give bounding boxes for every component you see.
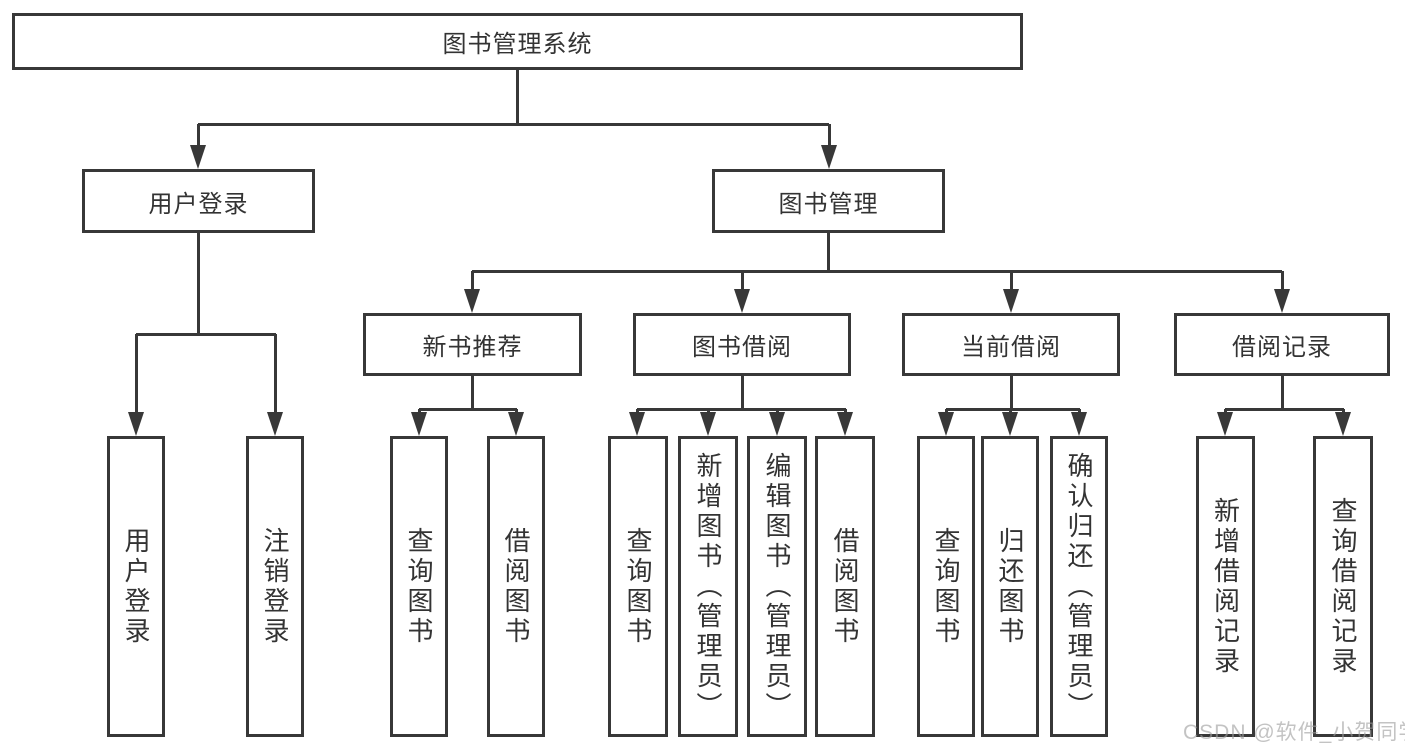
node-label: 新增图书（管理员） — [693, 451, 723, 722]
connector-hline — [136, 332, 276, 336]
connector-vline — [826, 233, 830, 271]
node-label: 借阅图书 — [501, 526, 531, 647]
node-label: 用户登录 — [148, 190, 249, 218]
connector-hline — [1225, 407, 1344, 411]
connector-vline — [196, 233, 200, 334]
connector-stem — [470, 271, 474, 289]
connector-hline — [946, 407, 1080, 411]
arrowhead-down-icon — [1003, 289, 1019, 313]
connector-stem — [1077, 409, 1081, 412]
node-label: 新增借阅记录 — [1210, 496, 1241, 677]
leaf-query-borrow-record: 查询借阅记录 — [1313, 436, 1373, 737]
node-book-management: 图书管理 — [712, 169, 945, 233]
watermark: CSDN @软件_小贺同学 — [1183, 721, 1405, 744]
leaf-query-books-current: 查询图书 — [917, 436, 975, 737]
arrowhead-down-icon — [700, 412, 716, 436]
connector-stem — [843, 409, 847, 412]
connector-stem — [740, 271, 744, 289]
arrowhead-down-icon — [769, 412, 785, 436]
node-label: 图书借阅 — [692, 334, 792, 361]
node-book-borrowing: 图书借阅 — [633, 313, 851, 376]
connector-stem — [1008, 409, 1012, 412]
connector-stem — [514, 409, 518, 412]
leaf-logout: 注销登录 — [246, 436, 304, 737]
leaf-add-book-admin: 新增图书（管理员） — [678, 436, 738, 737]
connector-vline — [1280, 376, 1284, 409]
node-label: 注销登录 — [260, 526, 290, 647]
arrowhead-down-icon — [938, 412, 954, 436]
connector-stem — [635, 409, 639, 412]
connector-stem — [944, 409, 948, 412]
leaf-return-books: 归还图书 — [981, 436, 1039, 737]
connector-stem — [134, 334, 138, 412]
arrowhead-down-icon — [1071, 412, 1087, 436]
connector-stem — [273, 334, 277, 412]
connector-stem — [1341, 409, 1345, 412]
connector-stem — [706, 409, 710, 412]
connector-vline — [1009, 376, 1013, 409]
node-label: 确认归还（管理员） — [1064, 451, 1094, 722]
leaf-query-books-recommend: 查询图书 — [390, 436, 448, 737]
connector-stem — [1009, 271, 1013, 289]
arrowhead-down-icon — [464, 289, 480, 313]
node-label: 当前借阅 — [961, 334, 1061, 361]
arrowhead-down-icon — [821, 145, 837, 169]
arrowhead-down-icon — [508, 412, 524, 436]
arrowhead-down-icon — [128, 412, 144, 436]
node-label: 用户登录 — [121, 526, 151, 647]
node-label: 新书推荐 — [422, 334, 523, 361]
connector-vline — [740, 376, 744, 409]
arrowhead-down-icon — [267, 412, 283, 436]
arrowhead-down-icon — [734, 289, 750, 313]
connector-hline — [419, 407, 517, 411]
connector-vline — [470, 376, 474, 409]
arrowhead-down-icon — [837, 412, 853, 436]
node-label: 查询图书 — [404, 526, 434, 647]
node-label: 借阅记录 — [1232, 334, 1332, 361]
connector-stem — [196, 124, 200, 145]
leaf-query-books-borrowing: 查询图书 — [608, 436, 668, 737]
node-current-borrowing: 当前借阅 — [902, 313, 1120, 376]
leaf-edit-book-admin: 编辑图书（管理员） — [747, 436, 807, 737]
leaf-borrow-books-recommend: 借阅图书 — [487, 436, 545, 737]
leaf-confirm-return-admin: 确认归还（管理员） — [1050, 436, 1108, 737]
connector-stem — [417, 409, 421, 412]
node-borrowing-records: 借阅记录 — [1174, 313, 1390, 376]
leaf-add-borrow-record: 新增借阅记录 — [1196, 436, 1255, 737]
node-label: 编辑图书（管理员） — [762, 451, 792, 722]
arrowhead-down-icon — [629, 412, 645, 436]
connector-stem — [775, 409, 779, 412]
connector-hline — [198, 122, 829, 126]
node-label: 图书管理系统 — [442, 31, 593, 58]
connector-stem — [827, 124, 831, 145]
node-new-book-recommendation: 新书推荐 — [363, 313, 582, 376]
node-label: 图书管理 — [778, 190, 879, 218]
node-label: 查询借阅记录 — [1328, 496, 1358, 677]
node-label: 查询图书 — [931, 526, 961, 647]
node-library-management-system: 图书管理系统 — [12, 13, 1023, 70]
arrowhead-down-icon — [1002, 412, 1018, 436]
connector-hline — [637, 407, 846, 411]
connector-vline — [515, 70, 519, 124]
node-label: 借阅图书 — [830, 526, 860, 647]
node-label: 归还图书 — [995, 526, 1025, 647]
node-label: 查询图书 — [623, 526, 653, 647]
connector-stem — [1280, 271, 1284, 289]
leaf-borrow-books-borrowing: 借阅图书 — [815, 436, 875, 737]
arrowhead-down-icon — [1335, 412, 1351, 436]
arrowhead-down-icon — [411, 412, 427, 436]
node-user-login: 用户登录 — [82, 169, 315, 233]
arrowhead-down-icon — [1217, 412, 1233, 436]
connector-stem — [1223, 409, 1227, 412]
arrowhead-down-icon — [1274, 289, 1290, 313]
leaf-user-login: 用户登录 — [107, 436, 165, 737]
connector-hline — [472, 269, 1282, 273]
arrowhead-down-icon — [190, 145, 206, 169]
